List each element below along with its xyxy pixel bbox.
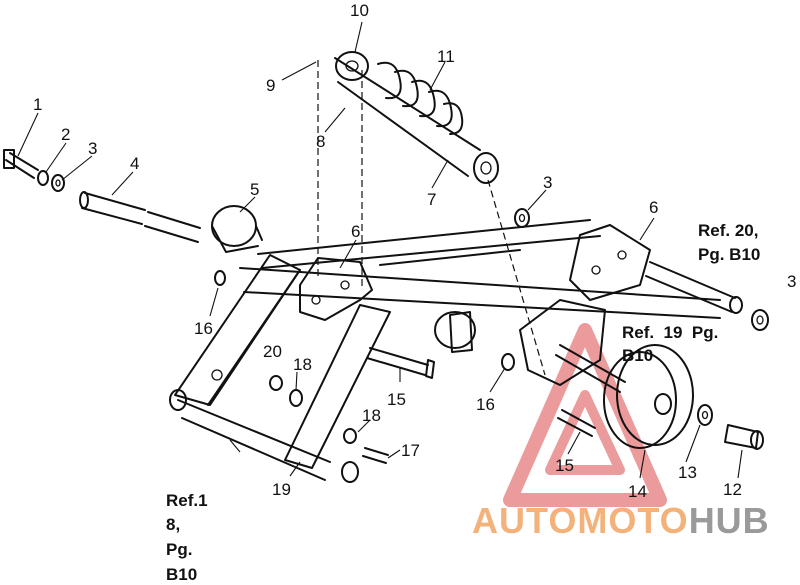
ref-18-line4: B10 xyxy=(166,565,197,584)
callout-18-upper: 18 xyxy=(293,355,312,374)
ref-19-line1: Ref. 19 Pg. xyxy=(622,323,718,342)
callout-12: 12 xyxy=(723,480,742,499)
callout-6-right: 6 xyxy=(649,198,658,217)
callout-labels: 1 2 3 4 5 6 7 8 9 10 11 3 6 16 20 18 15 … xyxy=(33,1,796,501)
watermark-hub: HUB xyxy=(689,500,770,541)
callout-16-right: 16 xyxy=(476,395,495,414)
callout-4: 4 xyxy=(130,154,139,173)
leader-lines xyxy=(17,21,743,479)
callout-9: 9 xyxy=(266,76,275,95)
callout-15-left: 15 xyxy=(387,390,406,409)
callout-2: 2 xyxy=(61,125,70,144)
ref-18-line2: 8, xyxy=(166,515,180,534)
callout-3: 3 xyxy=(88,139,97,158)
callout-13: 13 xyxy=(678,463,697,482)
callout-10: 10 xyxy=(350,1,369,20)
ref-19-line2: B10 xyxy=(622,346,653,365)
ref-20-line1: Ref. 20, xyxy=(698,221,758,240)
callout-16-left: 16 xyxy=(194,319,213,338)
watermark-text: AUTOMOTOHUB xyxy=(472,500,770,541)
right-assembly xyxy=(501,208,769,450)
callout-7: 7 xyxy=(427,190,436,209)
callout-6: 6 xyxy=(351,222,360,241)
callout-20: 20 xyxy=(263,342,282,361)
callout-19: 19 xyxy=(272,480,291,499)
svg-text:AUTOMOTOHUB: AUTOMOTOHUB xyxy=(472,500,770,541)
ref-20-line2: Pg. B10 xyxy=(698,245,760,264)
callout-11: 11 xyxy=(437,47,455,66)
callout-8: 8 xyxy=(316,132,325,151)
callout-3-right: 3 xyxy=(543,173,552,192)
reference-notes: Ref. 20, Pg. B10 Ref. 19 Pg. B10 Ref.1 8… xyxy=(166,221,760,584)
callout-3-far-right: 3 xyxy=(787,272,796,291)
callout-5: 5 xyxy=(250,180,259,199)
alignment-lines xyxy=(317,60,546,376)
left-hardware xyxy=(214,270,435,464)
watermark-logo xyxy=(503,323,667,507)
shock-absorber xyxy=(334,51,499,184)
callout-17: 17 xyxy=(401,441,420,460)
watermark-auto: AUTO xyxy=(472,500,577,541)
ref-18-line1: Ref.1 xyxy=(166,491,208,510)
ref-18-line3: Pg. xyxy=(166,540,192,559)
front-arm-rods xyxy=(3,149,721,353)
left-frame xyxy=(169,254,391,483)
callout-1: 1 xyxy=(33,95,42,114)
callout-14: 14 xyxy=(628,482,647,501)
watermark-moto: MOTO xyxy=(577,500,688,541)
callout-15-right: 15 xyxy=(555,456,574,475)
callout-18-lower: 18 xyxy=(362,406,381,425)
